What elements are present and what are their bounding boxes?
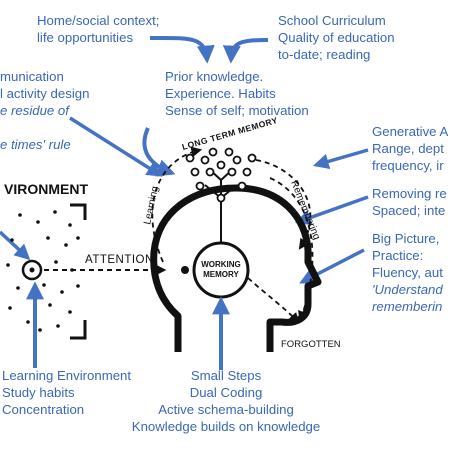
right-line-9: 'Understand [372,282,443,297]
top-left-text: Home/social context; life opportunities [37,12,159,46]
left-mid-line-2: l activity design [0,86,90,101]
arrow-school-to-prior [222,38,269,64]
top-left-line-2: life opportunities [37,30,134,45]
right-line-3: frequency, ir [372,158,444,173]
learning-label: Learning [142,185,161,225]
top-right-text: School Curriculum Quality of education t… [278,12,395,63]
right-line-4: Removing re [372,186,447,201]
prior-line-3: Sense of self; motivation [165,103,309,118]
arrow-left-diagonal [69,116,163,177]
arrow-right-to-remembering [312,148,369,170]
environment-dots [6,210,80,332]
forgotten-arrow-1 [269,177,314,323]
arrow-home-to-prior [149,35,215,64]
head-eye [181,266,189,274]
left-mid-line-3: e residue of [0,103,69,118]
bottom-center-line-4: Knowledge builds on knowledge [131,419,321,434]
right-line-1: Generative A [372,124,449,139]
arrow-prior-to-ltm [142,127,176,177]
bottom-left-line-1: Learning Environment [2,368,132,383]
working-memory-label-1: WORKING [201,260,241,269]
right-line-2: Range, dept [372,141,444,156]
arrow-right-to-forgotten [295,195,369,226]
prior-line-1: Prior knowledge. [165,69,264,84]
arrow-left-to-environment [0,230,31,261]
ltm-neuron-nodes [185,147,257,203]
long-term-memory-label: LONG TERM MEMORY [181,115,279,152]
top-right-line-3: to-date; reading [278,47,371,62]
left-mid-line-4: e times' rule [0,137,71,152]
left-mid-text: munication l activity design e residue o… [0,68,89,153]
attention-label: ATTENTION [85,254,154,266]
bottom-left-text: Learning Environment Study habits Concen… [2,367,131,418]
bottom-center-line-3: Active schema-building [158,402,294,417]
environment-frame [70,203,87,340]
bottom-center-line-1: Small Steps [190,368,262,383]
top-right-line-2: Quality of education [278,30,395,45]
environment-target-icon [21,259,43,281]
learning-arc [151,146,203,263]
bottom-left-line-2: Study habits [2,385,75,400]
right-line-8: Fluency, aut [372,265,443,280]
forgotten-arrow-2 [247,277,300,324]
bottom-center-text: Small Steps Dual Coding Active schema-bu… [121,367,331,435]
right-line-5: Spaced; inte [372,203,446,218]
top-right-line-1: School Curriculum [278,13,386,28]
top-left-line-1: Home/social context; [37,13,160,28]
prior-line-2: Experience. Habits [165,86,276,101]
left-mid-line-1: munication [0,69,64,84]
right-line-6: Big Picture, [372,231,440,246]
bottom-center-line-2: Dual Coding [189,385,263,400]
working-memory-label-2: MEMORY [203,270,239,279]
prior-knowledge-text: Prior knowledge. Experience. Habits Sens… [165,68,309,119]
right-line-7: Practice: [372,248,424,263]
right-block-text: Generative A Range, dept frequency, ir R… [372,123,448,315]
bottom-left-line-3: Concentration [2,402,85,417]
forgotten-label: FORGOTTEN [281,339,341,350]
environment-label: VIRONMENT [4,181,88,197]
right-line-10: rememberin [372,299,443,314]
